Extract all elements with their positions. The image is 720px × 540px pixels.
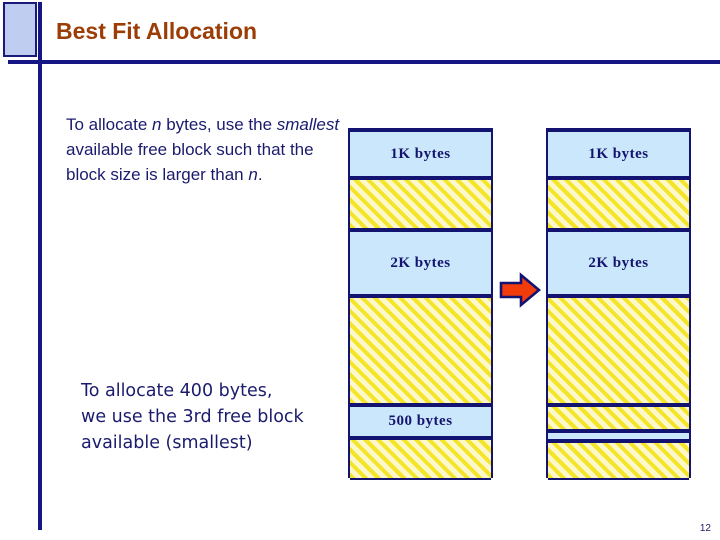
note-line-1: To allocate 400 bytes, xyxy=(81,381,273,401)
note-line-3: available (smallest) xyxy=(81,433,253,453)
memory-block-used xyxy=(548,431,689,441)
memory-block-used: 2K bytes xyxy=(548,230,689,296)
memory-column-after: 1K bytes 2K bytes xyxy=(546,128,691,480)
page-title: Best Fit Allocation xyxy=(56,18,258,44)
memory-block-free xyxy=(548,178,689,230)
title-decoration-square xyxy=(3,2,37,57)
intro-part-1: To allocate xyxy=(66,115,152,134)
intro-emphasis-n1: n xyxy=(152,115,162,134)
note-line-2: we use the 3rd free block xyxy=(81,407,304,427)
right-block-arrow-icon xyxy=(499,272,542,308)
memory-block-free xyxy=(548,296,689,405)
memory-block-used: 2K bytes xyxy=(350,230,491,296)
memory-block-label: 1K bytes xyxy=(390,145,451,162)
memory-block-used: 1K bytes xyxy=(548,130,689,178)
left-vertical-rule xyxy=(38,2,42,530)
intro-emphasis-n2: n xyxy=(248,165,258,184)
intro-part-3: available free block such that the block… xyxy=(66,140,314,184)
memory-block-label: 500 bytes xyxy=(388,413,453,429)
memory-block-free xyxy=(350,438,491,480)
memory-block-free xyxy=(350,178,491,230)
note-paragraph: To allocate 400 bytes, we use the 3rd fr… xyxy=(81,378,349,456)
title-horizontal-rule xyxy=(8,60,720,64)
memory-block-free xyxy=(548,441,689,480)
memory-block-free xyxy=(350,296,491,405)
intro-paragraph: To allocate n bytes, use the smallest av… xyxy=(66,112,341,187)
intro-part-4: . xyxy=(257,165,263,184)
memory-block-used: 500 bytes xyxy=(350,405,491,438)
page-number: 12 xyxy=(699,523,711,534)
memory-block-free xyxy=(548,405,689,431)
intro-emphasis-smallest: smallest xyxy=(276,115,340,134)
memory-block-used: 1K bytes xyxy=(350,130,491,178)
memory-block-label: 1K bytes xyxy=(588,145,649,162)
memory-column-before: 1K bytes 2K bytes 500 bytes xyxy=(348,128,493,480)
intro-part-2: bytes, use the xyxy=(161,115,277,134)
memory-block-label: 2K bytes xyxy=(390,254,451,271)
memory-block-label: 2K bytes xyxy=(588,254,649,271)
